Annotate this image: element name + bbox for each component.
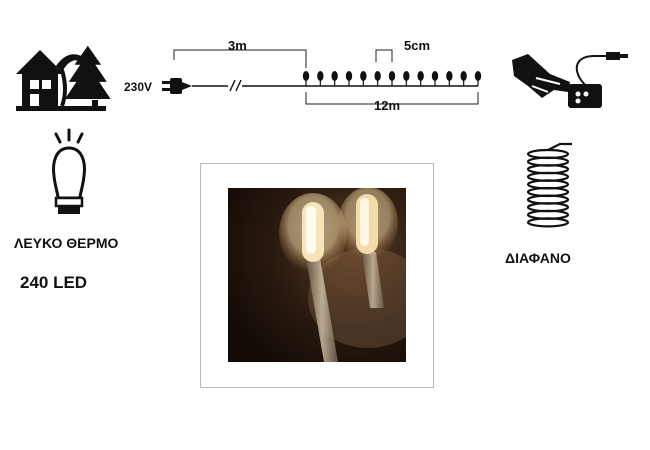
led-dot (460, 71, 467, 81)
led-dot (317, 71, 324, 81)
led-dot (417, 71, 424, 81)
led-bulb-icon (44, 128, 94, 220)
wiring-diagram: 3m 5cm 230V 12m (118, 36, 498, 116)
product-photo (228, 188, 406, 362)
indoor-outdoor-icon (14, 42, 112, 112)
lead-length-label: 3m (228, 38, 247, 53)
string-length-label: 12m (374, 98, 401, 113)
led-dot (360, 71, 367, 81)
led-dot (374, 71, 381, 81)
voltage-label: 230V (124, 80, 153, 94)
light-color-label: ΛΕΥΚΟ ΘΕΡΜΟ (14, 235, 119, 251)
led-dot (388, 71, 396, 81)
led-dot (302, 71, 310, 81)
led-dot (431, 71, 439, 81)
coiled-cable-icon (520, 140, 576, 232)
led-dot (474, 71, 482, 81)
product-photo-frame (200, 163, 434, 388)
led-dot (331, 71, 338, 81)
cable-color-label: ΔΙΑΦΑΝΟ (505, 250, 571, 266)
spacing-label: 5cm (404, 38, 431, 53)
led-dot-group (302, 71, 482, 86)
hand-controller-icon (508, 48, 632, 112)
coil-loop (526, 217, 570, 228)
led-dot (403, 71, 410, 81)
led-count-label: 240 LED (20, 273, 88, 292)
led-dot (446, 71, 453, 81)
led-dot (345, 71, 353, 81)
